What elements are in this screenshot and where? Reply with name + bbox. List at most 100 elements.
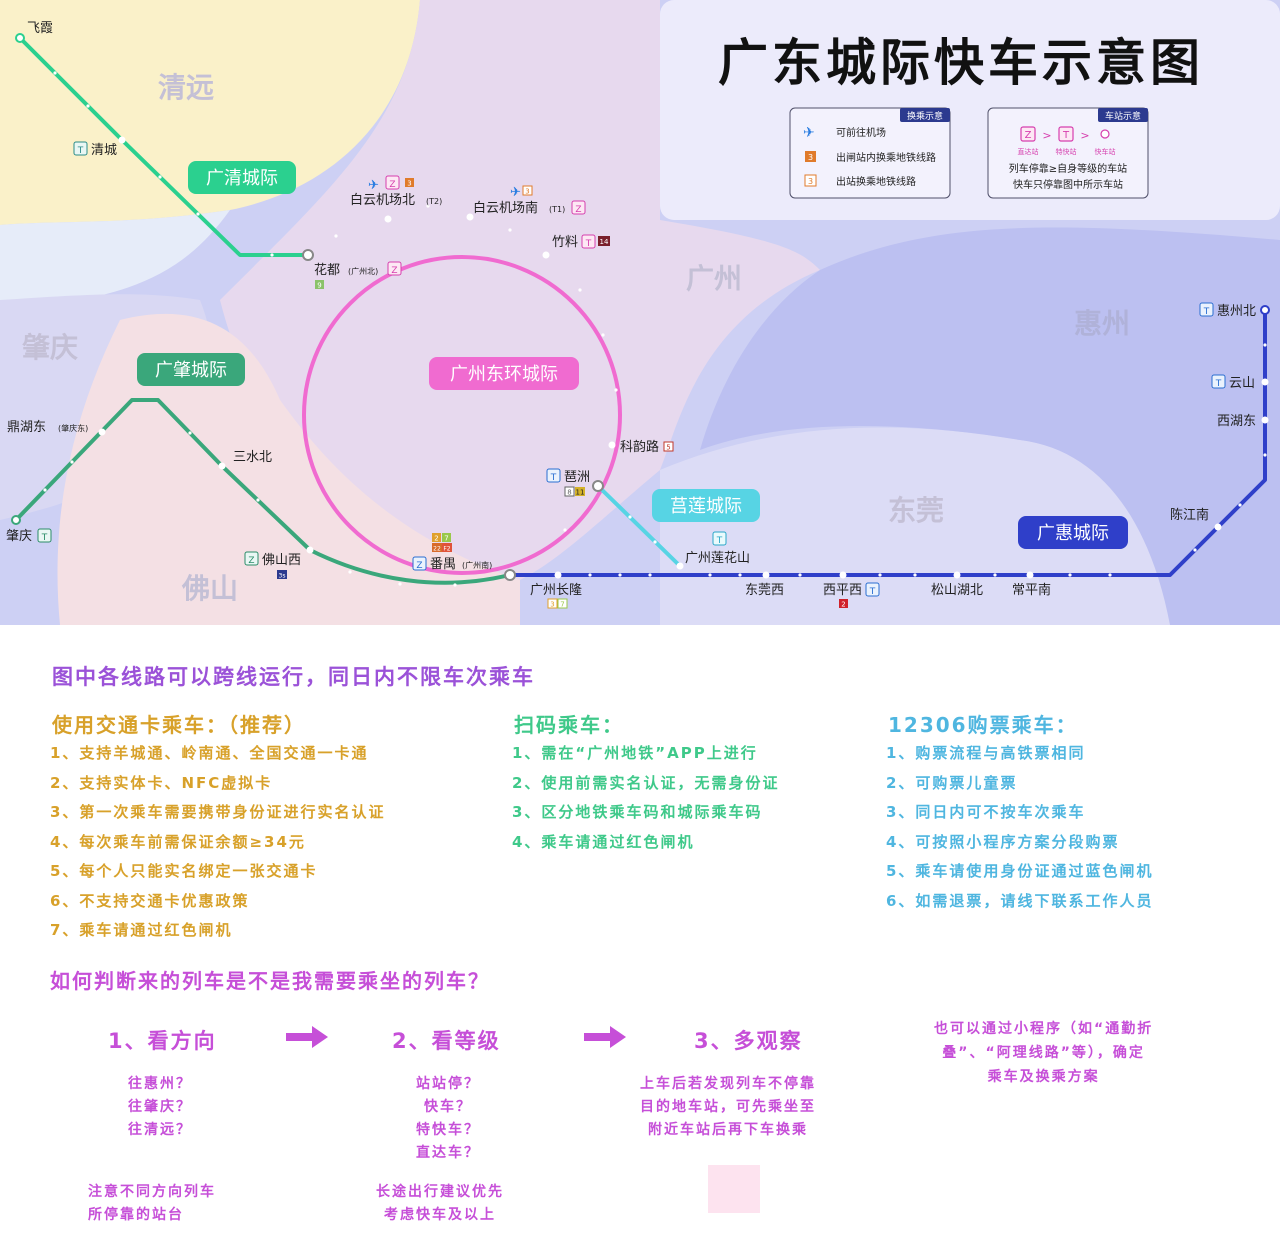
- card-item: 5、每个人只能实名绑定一张交通卡: [50, 862, 318, 880]
- step3-line: 附近车站后再下车换乘: [648, 1122, 808, 1138]
- station-dot-pizhou[interactable]: [592, 480, 604, 492]
- station-dot-zhaoqing[interactable]: [11, 515, 21, 525]
- badge-t-lianhuashan: T: [716, 536, 723, 546]
- station-dot-huadu[interactable]: [302, 249, 314, 261]
- badge-t-pizhou: T: [550, 473, 557, 483]
- scan-item: 2、使用前需实名认证，无需身份证: [512, 773, 780, 792]
- metro-badge-panyu-22: 22: [433, 546, 441, 553]
- pill-dhcj-label: 广州东环城际: [450, 364, 558, 385]
- station-dot-songshanhubei[interactable]: [953, 571, 961, 579]
- station-dot-zhuliao[interactable]: [542, 251, 550, 259]
- tip-text: 也可以通过小程序（如“通勤折 叠”、“阿理线路”等），确定 乘车及换乘方案: [934, 1017, 1153, 1089]
- station-dot-foshanxi[interactable]: [306, 546, 314, 554]
- region-qingyuan: [0, 0, 420, 225]
- legend-out-station-label: 出站换乘地铁线路: [836, 175, 916, 188]
- metro-badge-foshanxi: 3s: [279, 573, 286, 580]
- ticket-item: 6、如需退票，请线下联系工作人员: [886, 891, 1154, 910]
- ticket-title: 12306购票乘车：: [888, 713, 1078, 737]
- line-guangzhao: [14, 398, 312, 552]
- metro-badge-panyu-2: 2: [434, 535, 438, 543]
- badge-z-baiyun-t1: Z: [575, 205, 581, 215]
- metro-badge-baiyun-t2: 3: [407, 180, 411, 188]
- station-label-keyunlu: 科韵路: [620, 439, 659, 455]
- station-dot-panyu[interactable]: [504, 569, 516, 581]
- step2-lines: 站站停？ 快车？ 特快车？ 直达车？: [416, 1073, 480, 1165]
- legend-in-station-label: 出闸站内换乘地铁线路: [836, 151, 936, 164]
- step2-line: 特快车？: [416, 1122, 480, 1138]
- metro-badge-zhuliao: 14: [600, 238, 609, 246]
- pill-guangzhao-label: 广肇城际: [155, 360, 227, 381]
- station-dot-keyunlu[interactable]: [608, 441, 616, 449]
- pill-dhcj[interactable]: 广州东环城际: [429, 357, 579, 390]
- pill-guangzhao[interactable]: 广肇城际: [137, 353, 245, 386]
- tip-line: 乘车及换乘方案: [987, 1069, 1100, 1085]
- station-label-xihudong: 西湖东: [1217, 414, 1256, 429]
- step2-line: 站站停？: [416, 1076, 480, 1092]
- region-foshan: [57, 313, 520, 625]
- station-label-dongguanxi: 东莞西: [745, 583, 784, 598]
- badge-t-yunshan: T: [1215, 379, 1222, 389]
- tip-line: 叠”、“阿理线路”等），确定: [942, 1045, 1145, 1061]
- station-dot-dongguanxi[interactable]: [762, 571, 770, 579]
- metro-badge-panyu-7: 7: [444, 535, 448, 543]
- station-dot-baiyun-t2[interactable]: [384, 215, 392, 223]
- station-sub-baiyun-t2: (T2): [426, 197, 442, 206]
- metro-badge-changlong-7: 7: [560, 601, 564, 609]
- station-dot-lianhuashan[interactable]: [676, 562, 684, 570]
- legend-k-caption: 快车站: [1095, 147, 1116, 156]
- scan-item: 4、乘车请通过红色闸机: [512, 832, 695, 851]
- scan-title: 扫码乘车：: [514, 713, 624, 737]
- headline: 图中各线路可以跨线运行，同日内不限车次乘车: [52, 665, 535, 689]
- legend-metro-badge-filled: 3: [808, 153, 813, 162]
- step1-line: 往清远？: [128, 1122, 192, 1138]
- station-dot-changpingnan[interactable]: [1026, 571, 1034, 579]
- scan-item: 1、需在“广州地铁”APP上进行: [512, 744, 758, 762]
- station-label-songshanhubei: 松山湖北: [931, 583, 983, 598]
- arrow-right-icon: [286, 1026, 328, 1048]
- step3-line: 目的地车站，可先乘坐至: [640, 1099, 816, 1115]
- region-strip: [0, 210, 230, 310]
- legend-z-badge: Z: [1025, 130, 1032, 141]
- legend-t-caption: 特快站: [1056, 147, 1077, 156]
- station-label-zhaoqing: 肇庆: [6, 529, 32, 544]
- step2-line: 快车？: [424, 1099, 472, 1115]
- pill-julian[interactable]: 莒莲城际: [652, 489, 760, 522]
- card-title: 使用交通卡乘车：（推荐）: [52, 713, 306, 737]
- station-dot-huizhoubei[interactable]: [1260, 305, 1270, 315]
- pill-guanghui[interactable]: 广惠城际: [1018, 516, 1128, 549]
- card-item: 6、不支持交通卡优惠政策: [50, 891, 250, 910]
- legend-station-header: 车站示意: [1105, 110, 1141, 122]
- station-dot-xipingxi[interactable]: [839, 571, 847, 579]
- station-dot-yunshan[interactable]: [1261, 378, 1269, 386]
- station-dot-chenjiangnan[interactable]: [1214, 523, 1222, 531]
- station-dot-sanshuibei[interactable]: [218, 462, 226, 470]
- station-label-baiyun-t1: 白云机场南: [473, 200, 538, 216]
- region-label-guangzhou: 广州: [686, 262, 742, 295]
- pill-guanghui-label: 广惠城际: [1037, 523, 1109, 544]
- station-dot-baiyun-t1[interactable]: [466, 213, 474, 221]
- station-label-qingcheng: 清城: [91, 143, 117, 158]
- station-label-huizhoubei: 惠州北: [1217, 304, 1256, 319]
- step1-note-line: 注意不同方向列车: [88, 1184, 216, 1200]
- step1-line: 往肇庆？: [128, 1099, 192, 1115]
- judge-question: 如何判断来的列车是不是我需要乘坐的列车？: [50, 969, 490, 993]
- map-title: 广东城际快车示意图: [718, 34, 1204, 92]
- station-dot-qingcheng[interactable]: [118, 136, 126, 144]
- region-huizhou: [700, 227, 1280, 625]
- legend-transfer-header: 换乘示意: [907, 110, 943, 122]
- region-label-dongguan: 东莞: [888, 494, 944, 527]
- legend-z-caption: 直达站: [1018, 147, 1039, 156]
- station-dots: [11, 33, 1270, 581]
- station-dot-feixia[interactable]: [15, 33, 25, 43]
- station-label-sanshuibei: 三水北: [233, 450, 272, 465]
- station-dot-dinghudong[interactable]: [98, 428, 106, 436]
- station-dot-changlong[interactable]: [554, 571, 562, 579]
- station-dot-xihudong[interactable]: [1261, 416, 1269, 424]
- region-label-zhaoqing: 肇庆: [22, 331, 78, 364]
- station-label-zhuliao: 竹料: [552, 235, 578, 250]
- pill-guangqing[interactable]: 广清城际: [188, 161, 296, 194]
- legend-metro-badge-outline: 3: [808, 177, 813, 186]
- instructions-section: 图中各线路可以跨线运行，同日内不限车次乘车 使用交通卡乘车：（推荐） 1、支持羊…: [0, 625, 1280, 1258]
- airplane-icon-t2: ✈: [368, 178, 379, 193]
- step1-line: 往惠州？: [128, 1076, 192, 1092]
